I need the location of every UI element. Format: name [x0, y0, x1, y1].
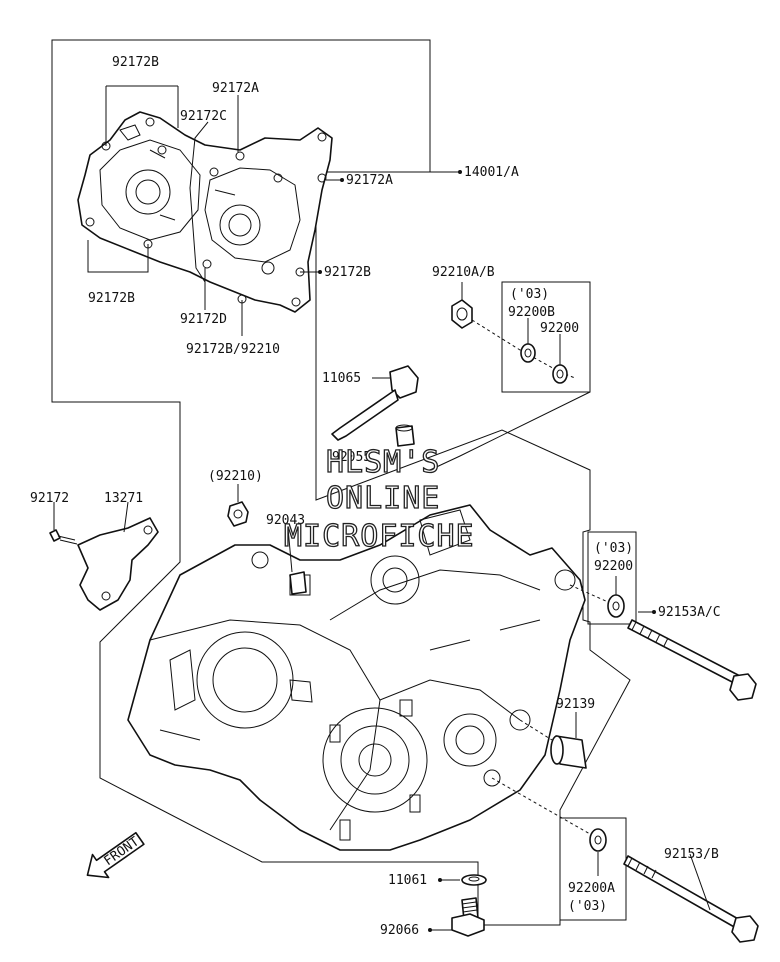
- label-92200A: 92200A: [568, 881, 615, 896]
- box-03-c: [559, 817, 627, 921]
- front-arrow: FRONT: [86, 831, 145, 879]
- washer-92200-b: [607, 576, 625, 618]
- label-92055: 92055: [332, 450, 371, 465]
- label-03-c: ('03): [568, 899, 607, 914]
- bushing-92139: [519, 712, 587, 769]
- watermark-line1: HLSM'S: [326, 445, 440, 480]
- label-92210AB: 92210A/B: [432, 265, 495, 280]
- washer-92200A: [589, 828, 607, 876]
- bolt-92153AC: [627, 611, 757, 701]
- crankcase-gasket: [77, 111, 333, 313]
- label-13271: 13271: [104, 491, 143, 506]
- label-92172A-top: 92172A: [212, 81, 259, 96]
- svg-text:FRONT: FRONT: [101, 834, 142, 869]
- watermark-line2: ONLINE: [326, 481, 440, 516]
- washer-92200B: [520, 318, 536, 363]
- label-03-a: ('03): [510, 287, 549, 302]
- bolt-92153B: [623, 853, 759, 943]
- label-92153B: 92153/B: [664, 847, 719, 862]
- washer-11061: [440, 874, 487, 886]
- label-92043: 92043: [266, 513, 305, 528]
- label-92200-b: 92200: [594, 559, 633, 574]
- washer-92200-a: [552, 334, 568, 384]
- label-14001A: 14001/A: [464, 165, 519, 180]
- label-92210-paren: (92210): [208, 469, 263, 484]
- nut-92210: [227, 484, 249, 527]
- bolt-92066: [430, 897, 485, 937]
- leader-dots: [318, 170, 656, 932]
- label-92172: 92172: [30, 491, 69, 506]
- oil-pipe-bracket: [331, 365, 419, 441]
- label-03-b: ('03): [594, 541, 633, 556]
- group-outline: [51, 39, 631, 926]
- label-92200B: 92200B: [508, 305, 555, 320]
- dowel-92043: [287, 527, 307, 595]
- label-92172C: 92172C: [180, 109, 227, 124]
- cover-plate: [49, 501, 159, 611]
- label-92172B-top: 92172B: [112, 55, 159, 70]
- label-92172B-right: 92172B: [324, 265, 371, 280]
- crankcase: [127, 504, 586, 851]
- label-92172B-left: 92172B: [88, 291, 135, 306]
- label-92066: 92066: [380, 923, 419, 938]
- label-92139: 92139: [556, 697, 595, 712]
- nut-92210AB: [451, 282, 473, 329]
- watermark-line3: MICROFICHE: [284, 519, 475, 554]
- bushing-92055: [395, 424, 415, 447]
- label-92172A-right: 92172A: [346, 173, 393, 188]
- label-92172D: 92172D: [180, 312, 227, 327]
- label-92200-a: 92200: [540, 321, 579, 336]
- label-11061: 11061: [388, 873, 427, 888]
- label-92172B-92210: 92172B/92210: [186, 342, 280, 357]
- label-92153AC: 92153A/C: [658, 605, 721, 620]
- label-11065: 11065: [322, 371, 361, 386]
